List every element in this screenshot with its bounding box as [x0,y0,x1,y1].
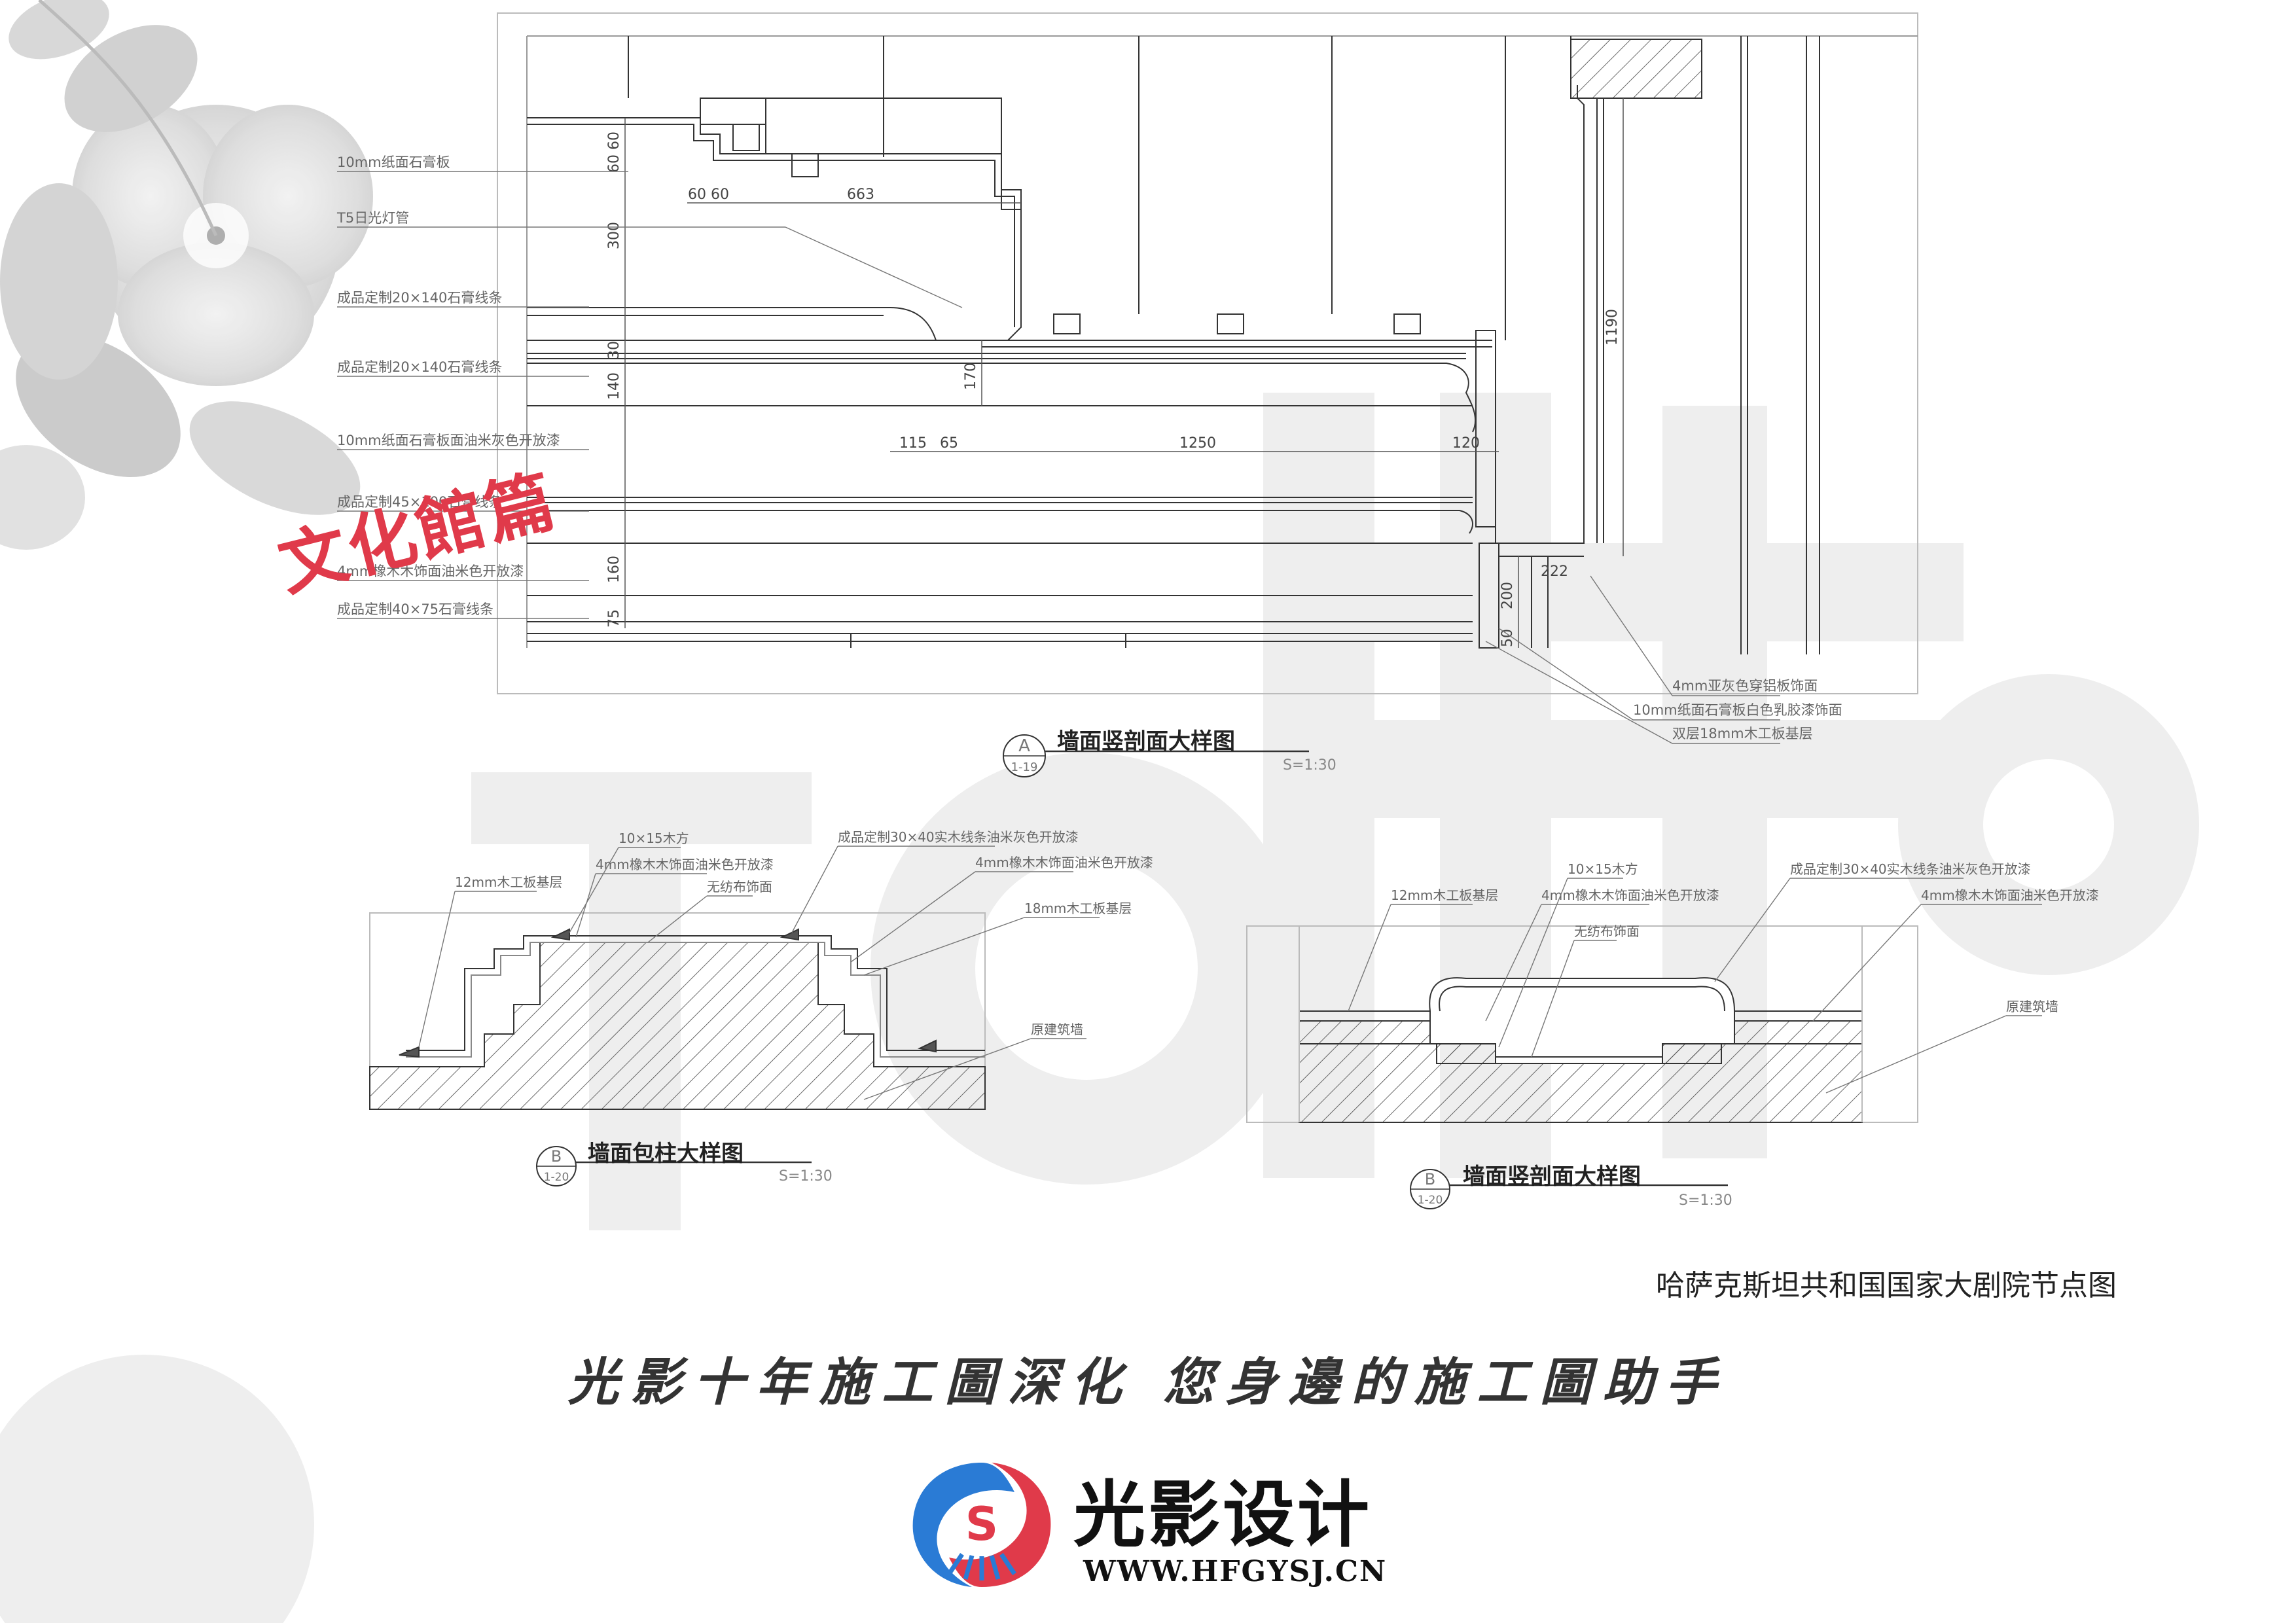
dim-v300: 300 [606,222,622,249]
label-b1-4: 无纺布饰面 [707,879,772,895]
label-b1-6: 4mm橡木木饰面油米色开放漆 [975,855,1153,870]
drawing-a-scale: S=1:30 [1283,757,1336,774]
svg-text:1-20: 1-20 [1418,1194,1443,1207]
dim-v140: 140 [606,372,622,400]
dim-v30: 30 [606,341,622,359]
drawing-b2-scale: S=1:30 [1679,1192,1732,1209]
watermark-logo [0,393,2199,1623]
label-b1-3: 4mm橡木木饰面油米色开放漆 [596,857,774,872]
svg-text:A: A [1018,736,1030,756]
dim-115: 115 [899,435,927,452]
dim-60a: 60 [688,187,706,203]
dim-663: 663 [847,187,874,203]
dim-v60a: 60 [606,132,622,150]
dim-v170: 170 [963,363,979,390]
label-a-r3: 双层18mm木工板基层 [1672,726,1813,741]
drawing-a-frame [497,12,1918,694]
label-b2-7: 原建筑墙 [2006,999,2058,1014]
brand-name: 光影设计 [1073,1473,1372,1557]
dim-v1190: 1190 [1604,309,1621,346]
label-b1-8: 原建筑墙 [1031,1022,1083,1037]
dim-60b: 60 [711,187,729,203]
dim-1250: 1250 [1179,435,1216,452]
label-a-6: 成品定制45×100石膏线条 [337,494,502,510]
flower-illustration [0,0,373,550]
label-b1-2: 10×15木方 [619,830,689,846]
label-a-r2: 10mm纸面石膏板白色乳胶漆饰面 [1633,702,1842,718]
svg-text:B: B [551,1147,562,1166]
label-a-r1: 4mm亚灰色穿铝板饰面 [1672,678,1818,694]
label-a-3: 成品定制20×140石膏线条 [337,290,502,306]
label-a-8: 成品定制40×75石膏线条 [337,601,493,617]
svg-text:S: S [965,1497,998,1551]
label-b1-7: 18mm木工板基层 [1024,901,1132,916]
drawing-b1-scale: S=1:30 [779,1168,833,1185]
dim-v75: 75 [606,609,622,628]
brand-url[interactable]: WWW.HFGYSJ.CN [1083,1555,1388,1588]
label-b2-3: 4mm橡木木饰面油米色开放漆 [1541,887,1719,903]
drawing-b1-title: 墙面包柱大样图 [588,1141,744,1167]
label-a-5: 10mm纸面石膏板面油米灰色开放漆 [337,433,560,448]
label-b1-5: 成品定制30×40实木线条油米灰色开放漆 [838,829,1079,845]
drawing-a-title: 墙面竖剖面大样图 [1057,728,1235,755]
label-b2-6: 4mm橡木木饰面油米色开放漆 [1921,887,2099,903]
dim-v160: 160 [606,556,622,583]
dim-v200: 200 [1499,582,1516,609]
svg-text:1-20: 1-20 [544,1171,569,1184]
slogan: 光影十年施工圖深化 您身邊的施工圖助手 [567,1353,1729,1412]
label-b2-2: 10×15木方 [1568,861,1638,877]
dim-v60b: 60 [606,154,622,173]
label-a-7: 4mm橡木木饰面油米色开放漆 [337,563,524,579]
svg-text:1-19: 1-19 [1011,760,1038,774]
dim-120: 120 [1452,435,1480,452]
dim-65: 65 [940,435,958,452]
drawing-b2-title: 墙面竖剖面大样图 [1463,1164,1641,1190]
project-title: 哈萨克斯坦共和国国家大剧院节点图 [1656,1269,2117,1302]
label-a-1: 10mm纸面石膏板 [337,154,450,170]
label-b1-1: 12mm木工板基层 [455,874,562,890]
label-b2-4: 无纺布饰面 [1574,923,1640,939]
label-b2-1: 12mm木工板基层 [1391,887,1498,903]
svg-text:B: B [1425,1170,1435,1188]
label-a-2: T5日光灯管 [336,210,409,226]
label-a-4: 成品定制20×140石膏线条 [337,359,502,375]
dim-222: 222 [1541,563,1568,580]
brand-logo-icon: S [912,1463,1051,1587]
label-b2-5: 成品定制30×40实木线条油米灰色开放漆 [1790,861,2031,877]
